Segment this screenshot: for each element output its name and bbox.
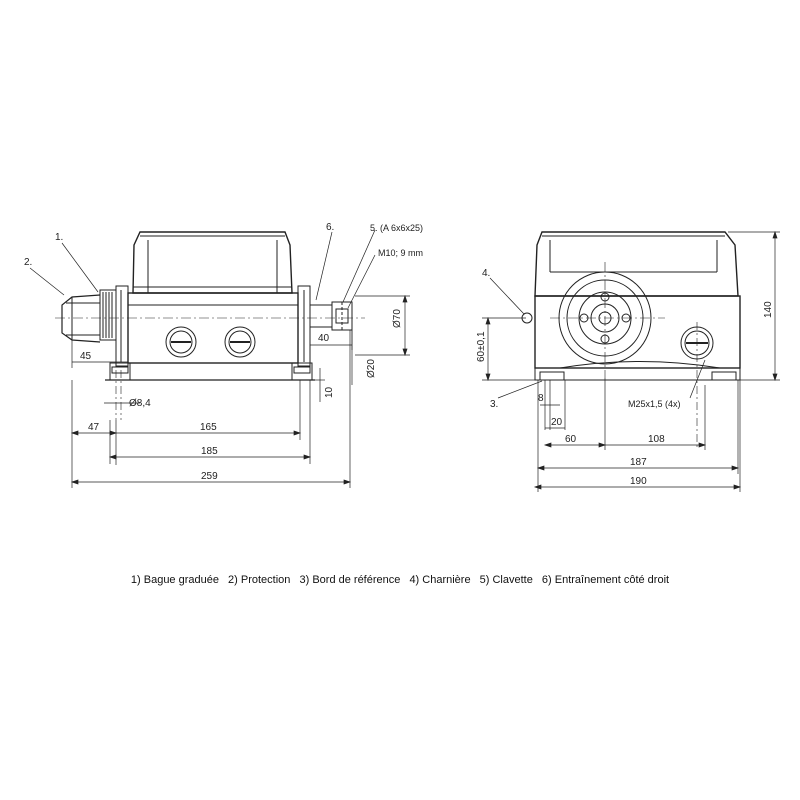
- dim-190: 190: [630, 476, 647, 487]
- thread-cable-label: M25x1,5 (4x): [628, 399, 681, 409]
- legend-item-3: 3) Bord de référence: [299, 574, 401, 586]
- callout-1: 1.: [55, 232, 63, 243]
- dim-45: 45: [80, 351, 92, 362]
- dim-10: 10: [324, 386, 335, 398]
- dim-60-tol: 60±0,1: [476, 331, 487, 362]
- protection-cap: [61, 294, 101, 343]
- dim-8: 8: [538, 393, 544, 404]
- front-cover: [132, 231, 293, 294]
- legend-item-6: 6) Entraînement côté droit: [541, 574, 670, 586]
- dim-70: Ø70: [392, 309, 403, 328]
- side-cover: [534, 231, 739, 297]
- dim-140: 140: [763, 301, 774, 318]
- callout-4: 4.: [482, 268, 490, 279]
- dim-60: 60: [565, 434, 577, 445]
- side-view: [521, 231, 741, 448]
- front-dimensions: [29, 229, 410, 488]
- dim-259: 259: [201, 471, 218, 482]
- legend-item-1: 1) Bague graduée: [130, 574, 219, 586]
- dim-40: 40: [318, 333, 330, 344]
- front-labels: 1. 2. 6. 5. (A 6x6x25) M10; 9 mm 45 40 Ø…: [24, 222, 423, 482]
- dim-185: 185: [201, 446, 218, 457]
- callout-2: 2.: [24, 257, 32, 268]
- side-dimensions: [482, 230, 780, 492]
- front-view: [55, 231, 365, 420]
- graduated-ring: [99, 289, 117, 341]
- button-right: [224, 326, 256, 358]
- dim-20-side: 20: [551, 417, 563, 428]
- dim-165: 165: [200, 422, 217, 433]
- dim-108: 108: [648, 434, 665, 445]
- thread-shaft-label: M10; 9 mm: [378, 248, 423, 258]
- dim-187: 187: [630, 457, 647, 468]
- dim-8-4: Ø8,4: [129, 398, 151, 409]
- side-labels: 4. 3. 60±0,1 140 8 20 60 108 187 190 M25…: [476, 268, 774, 487]
- callout-6: 6.: [326, 222, 334, 233]
- front-housing: [127, 292, 299, 364]
- legend-item-2: 2) Protection: [228, 574, 291, 586]
- legend-item-5: 5) Clavette: [479, 574, 533, 586]
- callout-3: 3.: [490, 399, 498, 410]
- dim-20: Ø20: [366, 359, 377, 378]
- legend: 1) Bague graduée 2) Protection 3) Bord d…: [0, 574, 800, 586]
- callout-5: 5. (A 6x6x25): [370, 223, 423, 233]
- drive-shaft: [309, 301, 353, 331]
- dim-47: 47: [88, 422, 100, 433]
- legend-item-4: 4) Charnière: [409, 574, 471, 586]
- button-left: [165, 326, 197, 358]
